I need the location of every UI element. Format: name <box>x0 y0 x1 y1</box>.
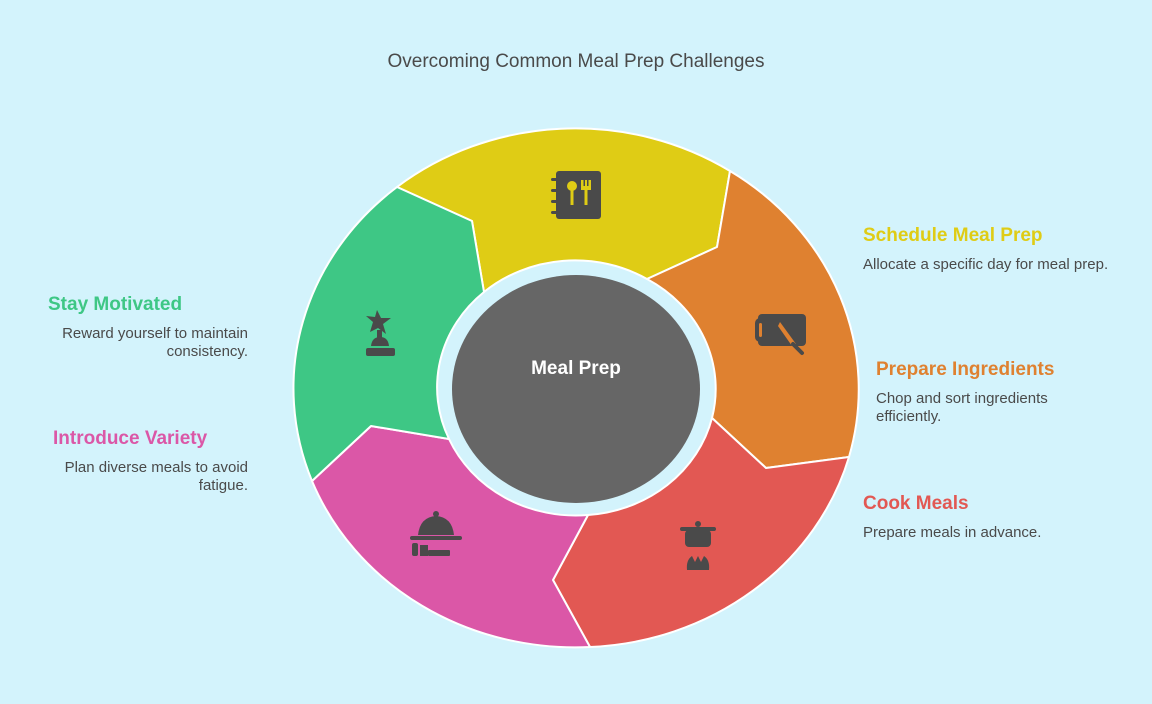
segment-stay-motivated <box>292 186 485 482</box>
step-description: Plan diverse meals to avoid fatigue. <box>64 459 248 494</box>
step-cook-meals: Cook Meals Prepare meals in advance. <box>863 492 1123 542</box>
step-description: Allocate a specific day for meal prep. <box>863 256 1109 273</box>
recipe-book-icon <box>551 171 601 219</box>
step-description: Prepare meals in advance. <box>863 524 1042 541</box>
step-title: Prepare Ingredients <box>876 359 1055 380</box>
step-stay-motivated: Stay Motivated Reward yourself to mainta… <box>0 293 248 361</box>
step-prepare-ingredients: Prepare Ingredients Chop and sort ingred… <box>876 358 1136 426</box>
center-label: Meal Prep <box>531 358 621 379</box>
step-title: Introduce Variety <box>53 428 208 449</box>
step-title: Stay Motivated <box>48 294 183 315</box>
cutting-board-knife-icon <box>755 314 806 355</box>
step-description: Reward yourself to maintain consistency. <box>62 325 248 360</box>
step-introduce-variety: Introduce Variety Plan diverse meals to … <box>0 427 248 495</box>
cooking-pot-icon <box>680 521 716 570</box>
center-circle <box>452 275 700 503</box>
segment-prepare-ingredients <box>646 170 860 469</box>
step-title: Schedule Meal Prep <box>863 225 1043 246</box>
step-title: Cook Meals <box>863 493 969 514</box>
diagram-title: Overcoming Common Meal Prep Challenges <box>387 51 765 72</box>
trophy-star-icon <box>366 310 395 356</box>
step-description: Chop and sort ingredients efficiently. <box>876 390 1048 425</box>
step-schedule-meal-prep: Schedule Meal Prep Allocate a specific d… <box>863 224 1123 274</box>
serving-cloche-icon <box>410 511 462 556</box>
